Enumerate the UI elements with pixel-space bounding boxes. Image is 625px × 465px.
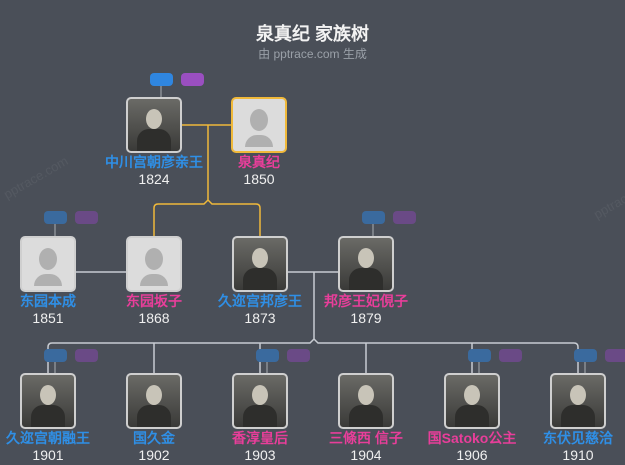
relation-toggle[interactable]: [362, 211, 416, 224]
father-toggle-button[interactable]: [362, 211, 385, 224]
father-toggle-button[interactable]: [468, 349, 491, 362]
person-birth-year: 1879: [350, 310, 382, 326]
portrait-photo: [146, 385, 162, 405]
avatar-placeholder-body: [34, 274, 62, 286]
relation-toggle[interactable]: [468, 349, 522, 362]
person-name[interactable]: 久迩宫朝融王: [6, 430, 90, 446]
portrait-body: [243, 405, 277, 427]
person-birth-year: 1903: [244, 447, 276, 463]
person-avatar[interactable]: [20, 373, 76, 429]
mother-toggle-button[interactable]: [75, 349, 98, 362]
mother-toggle-button[interactable]: [393, 211, 416, 224]
mother-toggle-button[interactable]: [181, 73, 204, 86]
person-birth-year: 1902: [138, 447, 170, 463]
portrait-photo: [358, 248, 374, 268]
father-toggle-button[interactable]: [150, 73, 173, 86]
person-birth-year: 1868: [138, 310, 170, 326]
person-birth-year: 1873: [244, 310, 276, 326]
mother-toggle-button[interactable]: [287, 349, 310, 362]
portrait-body: [455, 405, 489, 427]
mother-toggle-button[interactable]: [605, 349, 625, 362]
avatar-placeholder-icon: [250, 109, 268, 131]
person-name[interactable]: 东伏见慈洽: [543, 430, 613, 446]
relation-toggle[interactable]: [44, 211, 98, 224]
page-title: 泉真纪 家族树: [255, 24, 369, 44]
portrait-body: [561, 405, 595, 427]
portrait-photo: [252, 385, 268, 405]
portrait-body: [349, 405, 383, 427]
person-birth-year: 1906: [456, 447, 488, 463]
person-name[interactable]: 三條西 信子: [329, 430, 403, 446]
person-name[interactable]: 中川宫朝彦亲王: [105, 154, 203, 170]
person-birth-year: 1901: [32, 447, 64, 463]
person-avatar[interactable]: [126, 373, 182, 429]
father-toggle-button[interactable]: [44, 211, 67, 224]
avatar-placeholder-body: [140, 274, 168, 286]
relation-toggle[interactable]: [150, 73, 204, 86]
person-name[interactable]: 东园本成: [20, 293, 76, 309]
father-toggle-button[interactable]: [44, 349, 67, 362]
person-name[interactable]: 东园坂子: [126, 293, 182, 309]
page-subtitle: 由 pptrace.com 生成: [258, 47, 367, 61]
person-avatar[interactable]: [232, 236, 288, 292]
portrait-photo: [252, 248, 268, 268]
person-birth-year: 1850: [243, 171, 275, 187]
person-avatar[interactable]: [20, 236, 76, 292]
relation-toggle[interactable]: [256, 349, 310, 362]
portrait-body: [31, 405, 65, 427]
person-avatar[interactable]: [338, 373, 394, 429]
person-name[interactable]: 邦彦王妃俔子: [324, 293, 408, 309]
person-birth-year: 1904: [350, 447, 382, 463]
person-name[interactable]: 香淳皇后: [232, 430, 288, 446]
mother-toggle-button[interactable]: [499, 349, 522, 362]
avatar-placeholder-body: [245, 135, 273, 147]
portrait-body: [137, 405, 171, 427]
portrait-photo: [570, 385, 586, 405]
portrait-body: [349, 268, 383, 290]
portrait-body: [137, 129, 171, 151]
person-birth-year: 1910: [562, 447, 594, 463]
person-name[interactable]: 国Satoko公主: [427, 430, 517, 446]
person-avatar[interactable]: [338, 236, 394, 292]
person-avatar[interactable]: [232, 373, 288, 429]
person-name[interactable]: 久迩宫邦彦王: [218, 293, 302, 309]
father-toggle-button[interactable]: [256, 349, 279, 362]
person-avatar[interactable]: [126, 97, 182, 153]
person-name[interactable]: 泉真纪: [238, 154, 280, 170]
avatar-placeholder-icon: [39, 248, 57, 270]
portrait-body: [243, 268, 277, 290]
person-name[interactable]: 国久金: [133, 430, 175, 446]
mother-toggle-button[interactable]: [75, 211, 98, 224]
portrait-photo: [464, 385, 480, 405]
person-avatar[interactable]: [126, 236, 182, 292]
relation-toggle[interactable]: [44, 349, 98, 362]
person-avatar[interactable]: [231, 97, 287, 153]
person-avatar[interactable]: [550, 373, 606, 429]
avatar-placeholder-icon: [145, 248, 163, 270]
portrait-photo: [146, 109, 162, 129]
person-avatar[interactable]: [444, 373, 500, 429]
portrait-photo: [358, 385, 374, 405]
father-toggle-button[interactable]: [574, 349, 597, 362]
relation-toggle[interactable]: [574, 349, 625, 362]
person-birth-year: 1851: [32, 310, 64, 326]
person-birth-year: 1824: [138, 171, 170, 187]
portrait-photo: [40, 385, 56, 405]
